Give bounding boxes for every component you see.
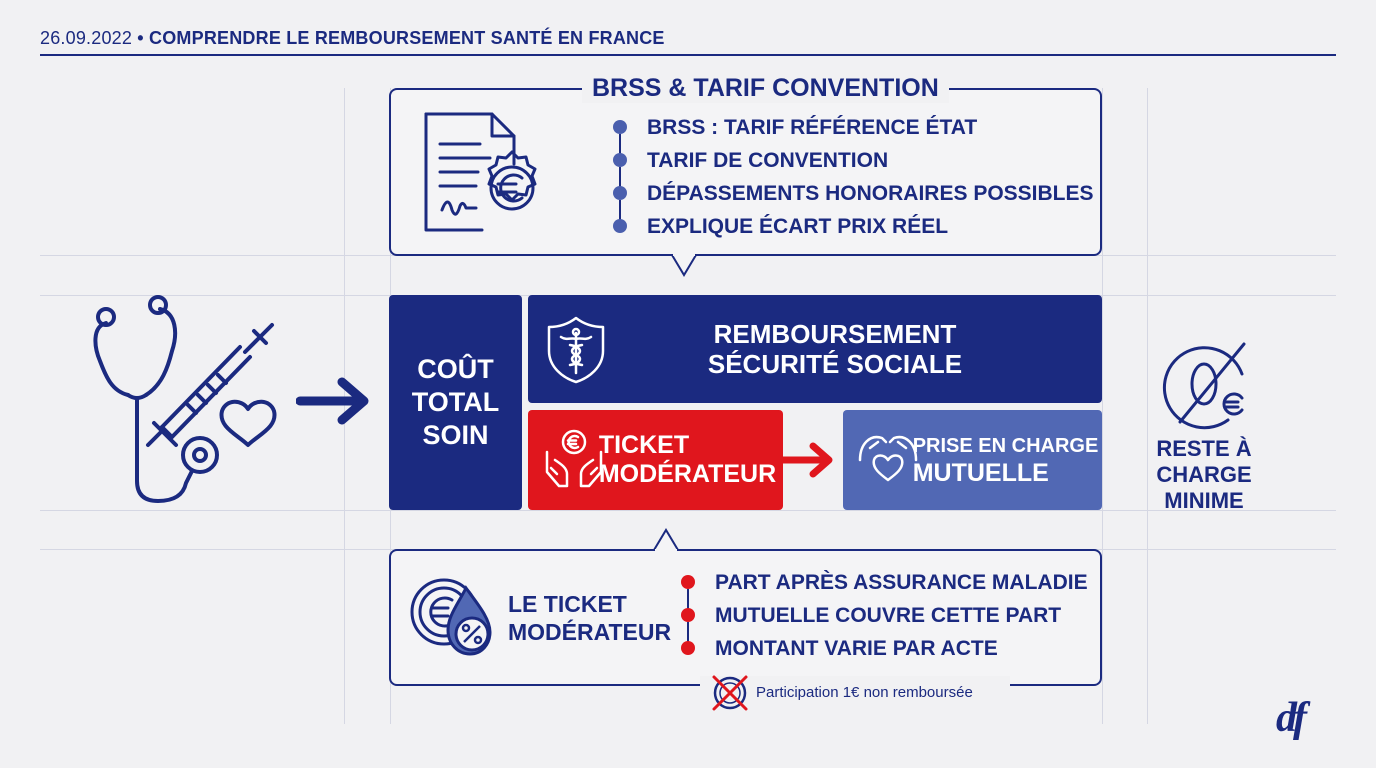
guide-line [344,88,345,724]
securite-sociale-block: REMBOURSEMENT SÉCURITÉ SOCIALE [528,295,1102,403]
hands-euro-coin-icon [545,429,603,488]
callout-pointer-up-icon [653,528,679,551]
zero-euro-icon [1162,342,1246,430]
arrow-right-icon [296,377,369,425]
shield-caduceus-icon [547,316,605,384]
list-item: BRSS : TARIF RÉFÉRENCE ÉTAT [613,111,1094,144]
guide-line [1102,88,1103,724]
stethoscope-syringe-icon [93,295,277,503]
header-divider [40,54,1336,56]
ticket-box-title: LE TICKET MODÉRATEUR [508,591,672,645]
callout-pointer-down-icon [671,254,697,277]
reste-a-charge-label: RESTE À CHARGE MINIME [1156,436,1252,513]
cout-total-block: COÛT TOTAL SOIN [389,295,522,510]
brss-list: BRSS : TARIF RÉFÉRENCE ÉTAT TARIF DE CON… [613,111,1094,243]
guide-line [40,510,1336,511]
list-item: MUTUELLE COUVRE CETTE PART [681,599,1088,632]
ticket-box [389,549,1102,686]
guide-line [1147,88,1148,724]
list-item: EXPLIQUE ÉCART PRIX RÉEL [613,210,1094,243]
header-separator: • [137,28,144,48]
list-item: PART APRÈS ASSURANCE MALADIE [681,566,1088,599]
list-item: DÉPASSEMENTS HONORAIRES POSSIBLES [613,177,1094,210]
ticket-list: PART APRÈS ASSURANCE MALADIE MUTUELLE CO… [681,566,1088,665]
df-logo: df [1276,695,1307,741]
note-text: Participation 1€ non remboursée [756,684,973,701]
page-header: 26.09.2022 • COMPRENDRE LE REMBOURSEMENT… [40,28,665,49]
coin-percent-drop-icon [410,578,492,656]
page-title: COMPRENDRE LE REMBOURSEMENT SANTÉ EN FRA… [149,28,665,48]
list-item: MONTANT VARIE PAR ACTE [681,632,1088,665]
ticket-moderateur-block: TICKET MODÉRATEUR [528,410,783,510]
note-badge [700,676,1010,712]
list-item: TARIF DE CONVENTION [613,144,1094,177]
brss-box-title: BRSS & TARIF CONVENTION [582,74,949,103]
contract-euro-seal-icon [424,112,537,232]
arrow-right-icon [781,442,833,478]
mutuelle-block: PRISE EN CHARGE MUTUELLE [843,410,1102,510]
crossed-coin-icon [712,675,748,711]
hands-heart-icon [858,435,918,482]
header-date: 26.09.2022 [40,28,133,48]
